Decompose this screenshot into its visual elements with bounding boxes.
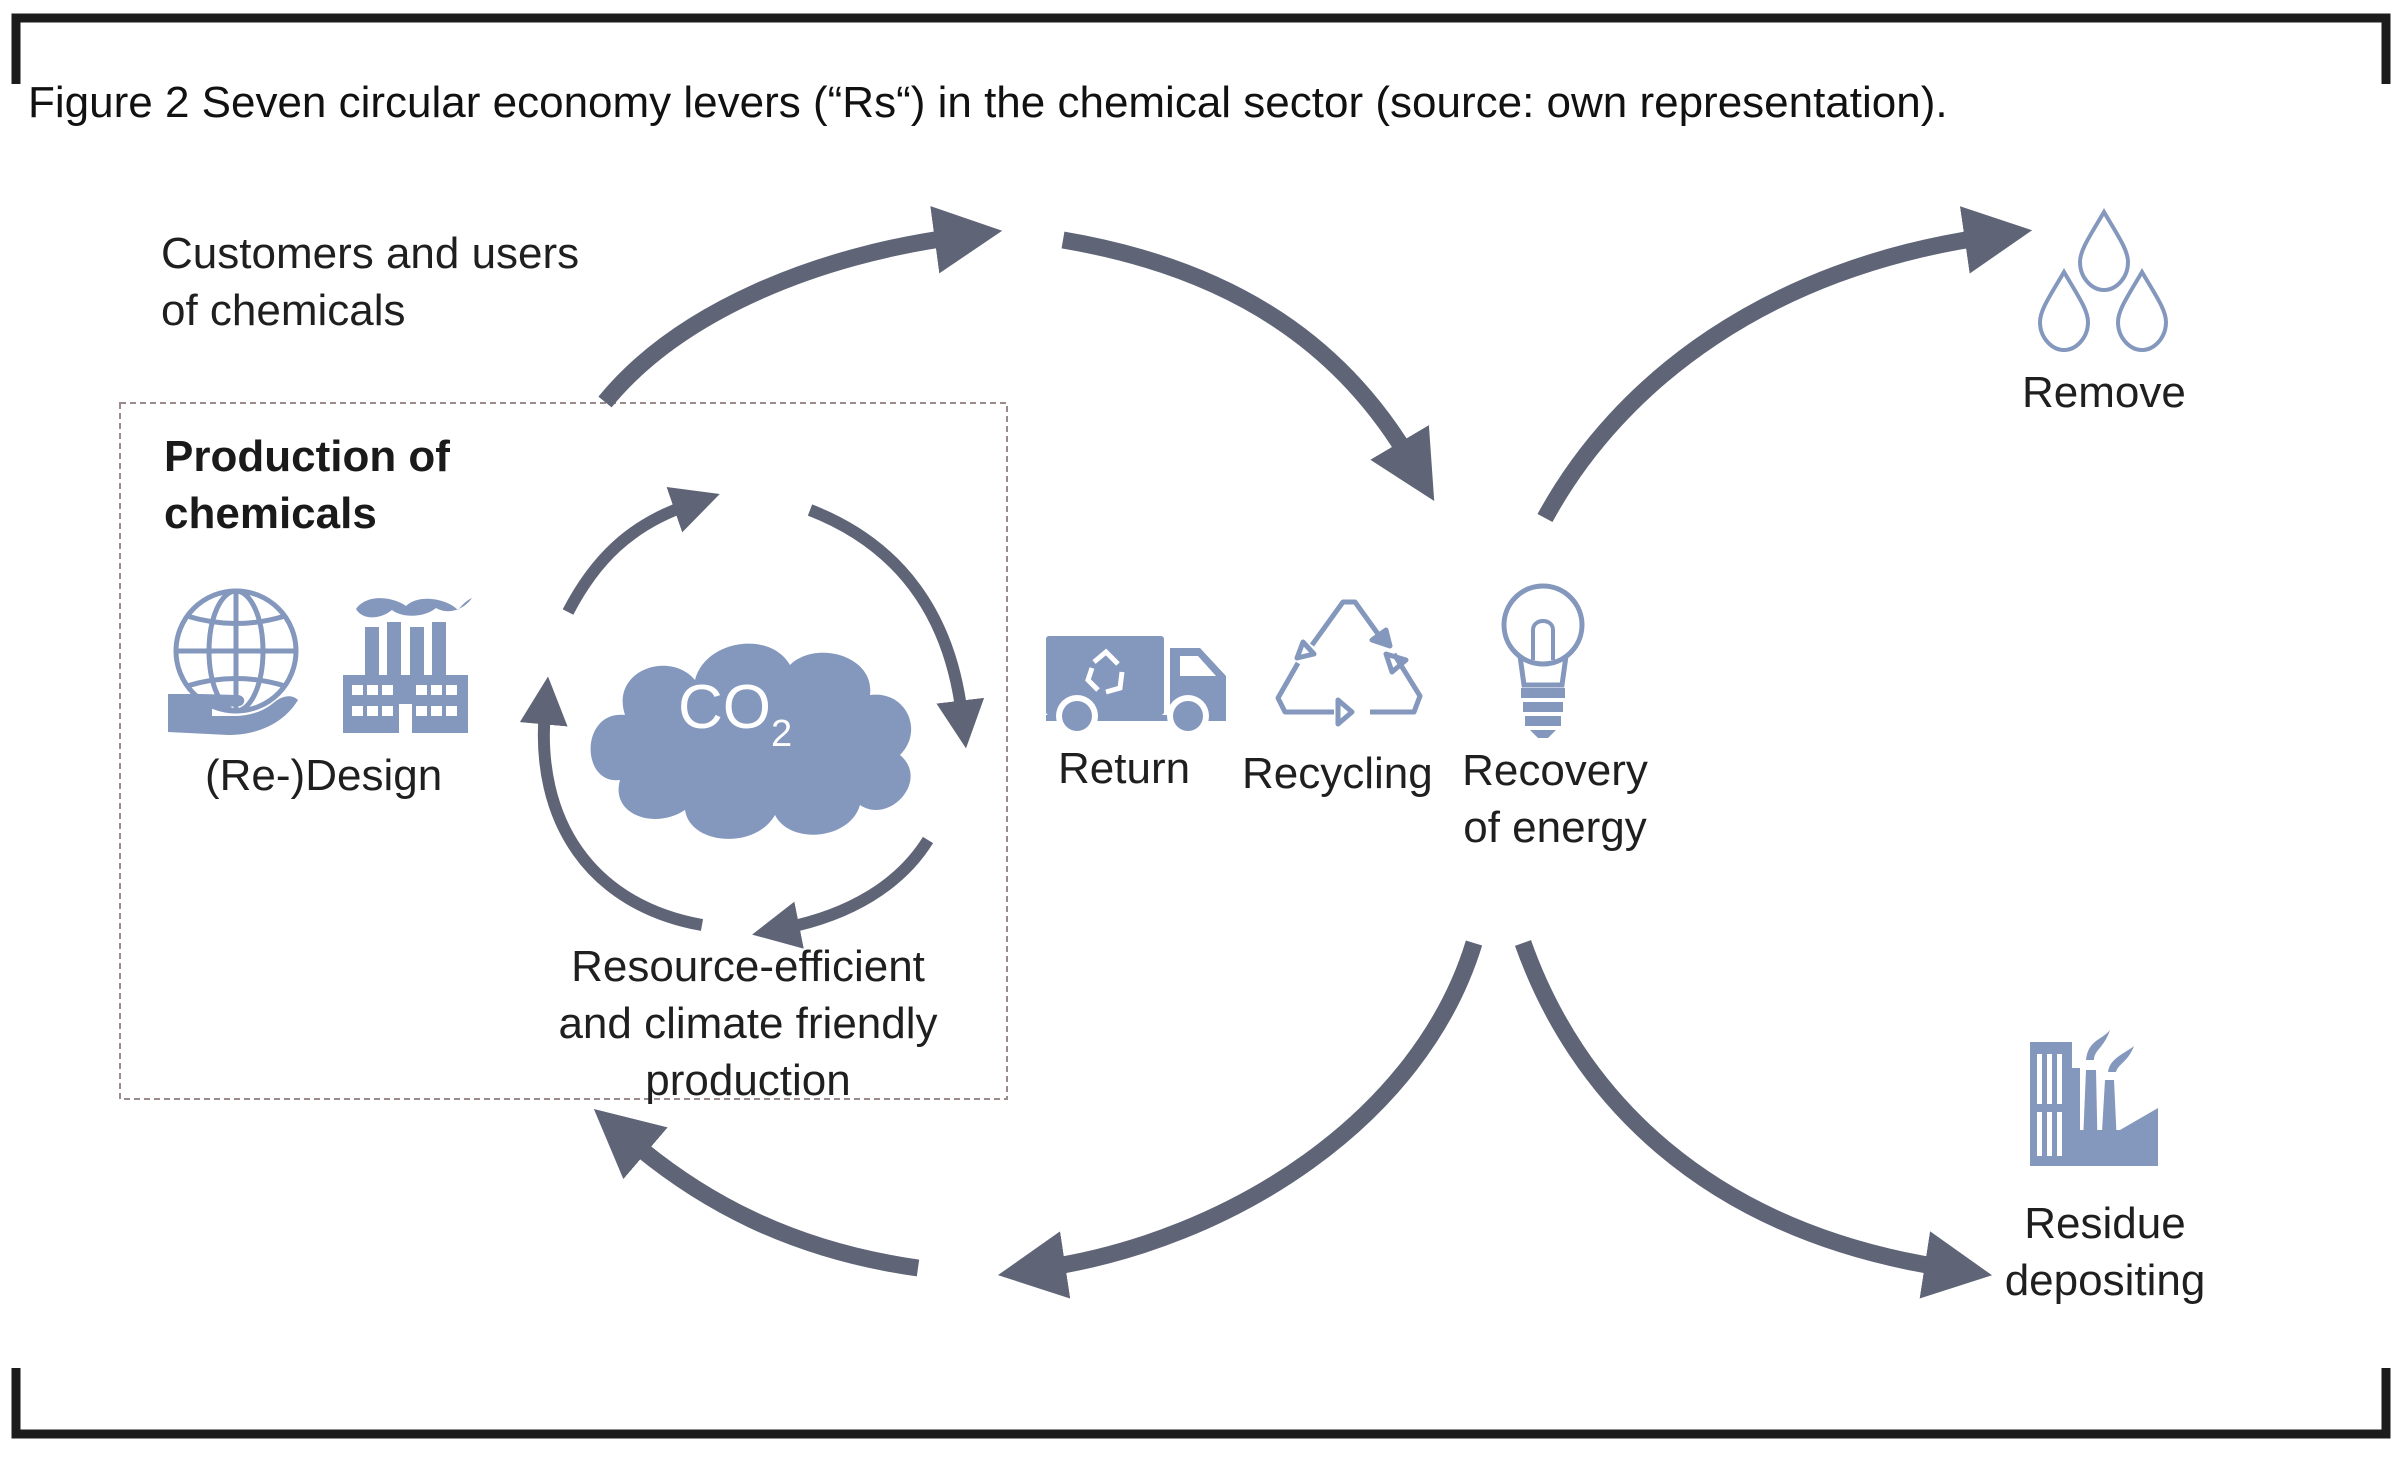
lightbulb-icon [1501, 583, 1585, 738]
label-return: Return [1058, 744, 1191, 793]
co2-label: CO2 [678, 677, 792, 756]
label-customers-line-2: of chemicals [161, 286, 406, 335]
label-redesign: (Re-)Design [205, 751, 443, 800]
label-recycling: Recycling [1242, 749, 1433, 798]
arrow-to-customers [598, 206, 1003, 408]
arrow-to-recovery [1061, 231, 1435, 501]
label-production-line-2: chemicals [164, 489, 377, 538]
arrow-to-remove [1537, 206, 2033, 523]
co2-subscript: 2 [771, 713, 793, 755]
inner-arrow-bottom-left [519, 676, 704, 931]
inner-arrow-top-left [562, 487, 720, 615]
label-recovery-line-2: of energy [1463, 803, 1647, 852]
arrow-to-production [593, 1109, 920, 1277]
globe-hand-icon [168, 588, 299, 735]
label-customers-line-1: Customers and users [161, 229, 580, 278]
truck-icon [1046, 636, 1226, 737]
label-recovery: Recovery of energy [1440, 742, 1670, 856]
label-recovery-line-1: Recovery [1462, 746, 1648, 795]
industrial-building-icon [2030, 1030, 2158, 1166]
label-residue-line-1: Residue [2024, 1199, 2186, 1248]
frame [11, 13, 2391, 1439]
label-resource-efficient: Resource-efficient and climate friendly … [518, 938, 978, 1109]
droplets-icon [2037, 208, 2169, 353]
inner-arrow-bottom-right [752, 836, 934, 949]
co2-text: CO [678, 673, 771, 742]
recycle-icon [1275, 599, 1423, 727]
outer-arrows [593, 206, 2033, 1299]
inner-arrow-top-right [807, 504, 985, 749]
label-production: Production of chemicals [164, 428, 450, 542]
label-remove: Remove [2022, 368, 2186, 417]
arrow-return-bottom [997, 940, 1483, 1299]
arrow-to-residue [1514, 940, 1993, 1299]
label-resource-efficient-line-1: Resource-efficient [571, 942, 925, 991]
inner-arrows [519, 487, 985, 949]
label-resource-efficient-line-3: production [645, 1056, 851, 1105]
label-production-line-1: Production of [164, 432, 450, 481]
label-resource-efficient-line-2: and climate friendly [558, 999, 938, 1048]
label-residue-line-2: depositing [2004, 1256, 2206, 1305]
co2-cloud-icon [590, 643, 912, 839]
production-box [119, 402, 1008, 1100]
factory-icon [343, 598, 472, 733]
label-residue: Residue depositing [1980, 1195, 2230, 1309]
label-customers: Customers and users of chemicals [161, 225, 579, 339]
figure-caption: Figure 2 Seven circular economy levers (… [28, 78, 1948, 127]
